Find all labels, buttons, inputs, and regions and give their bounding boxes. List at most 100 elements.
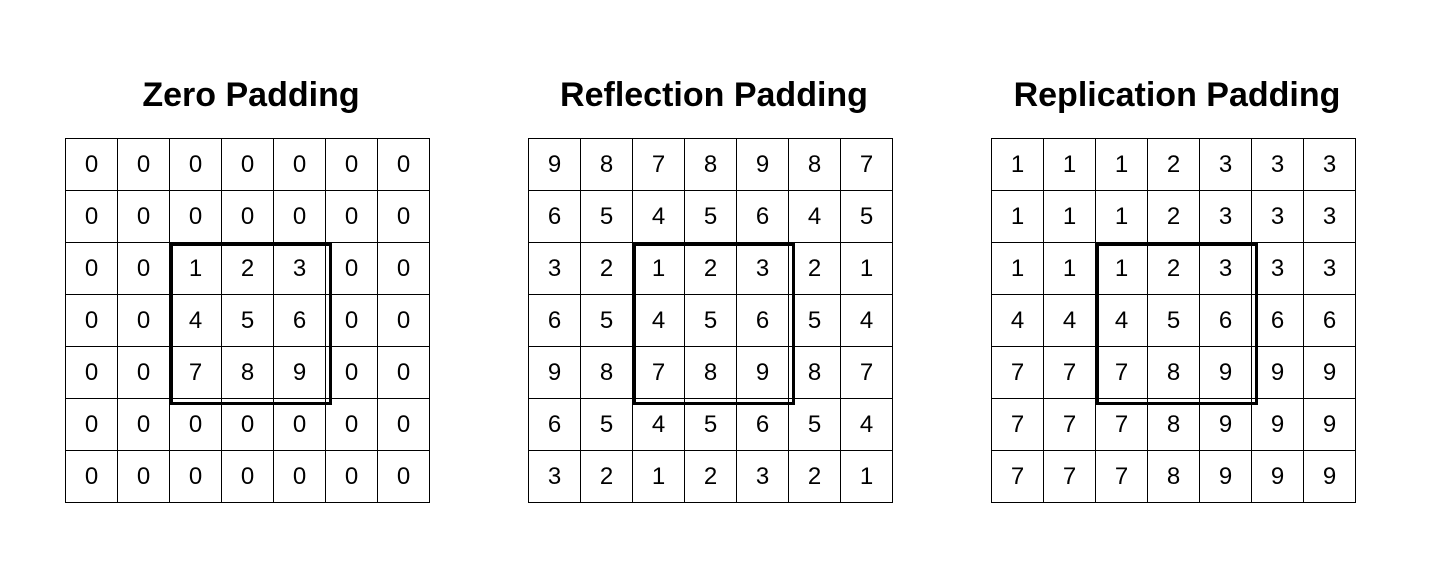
grid-cell: 3 xyxy=(1199,138,1252,191)
grid-cell: 0 xyxy=(325,138,378,191)
grid-cell: 3 xyxy=(1303,138,1356,191)
grid-cell: 3 xyxy=(1251,242,1304,295)
grid-cell: 7 xyxy=(840,138,893,191)
grid-cell: 1 xyxy=(840,242,893,295)
grid-cell: 0 xyxy=(377,190,430,243)
grid-cell: 0 xyxy=(117,398,170,451)
grid-cell: 7 xyxy=(991,398,1044,451)
grid-cell: 0 xyxy=(325,190,378,243)
grid-cell: 3 xyxy=(736,242,789,295)
grid-cell: 5 xyxy=(1147,294,1200,347)
grid-cell: 4 xyxy=(840,398,893,451)
grid-cell: 0 xyxy=(221,190,274,243)
grid-cell: 0 xyxy=(377,346,430,399)
grid-cell: 6 xyxy=(528,398,581,451)
grid-cell: 1 xyxy=(991,138,1044,191)
grid-cell: 1 xyxy=(840,450,893,503)
grid-cell: 0 xyxy=(377,138,430,191)
grid-cell: 0 xyxy=(273,190,326,243)
grid-cell: 1 xyxy=(632,242,685,295)
grid-cell: 0 xyxy=(117,294,170,347)
grid-cell: 3 xyxy=(1251,138,1304,191)
grid-cell: 0 xyxy=(117,138,170,191)
grid-cell: 0 xyxy=(65,294,118,347)
grid-cell: 3 xyxy=(736,450,789,503)
grid-cell: 0 xyxy=(325,450,378,503)
grid-cell: 0 xyxy=(325,346,378,399)
grid-cell: 7 xyxy=(1095,450,1148,503)
grid-cell: 3 xyxy=(1199,242,1252,295)
grid-cell: 4 xyxy=(1043,294,1096,347)
grid-cell: 6 xyxy=(528,190,581,243)
grid-cell: 4 xyxy=(991,294,1044,347)
grid-cell: 4 xyxy=(788,190,841,243)
grid-cell: 0 xyxy=(273,138,326,191)
grid-cell: 0 xyxy=(117,242,170,295)
grid-cell: 4 xyxy=(632,398,685,451)
grid-cell: 6 xyxy=(528,294,581,347)
grid-cell: 8 xyxy=(788,346,841,399)
grid-cell: 3 xyxy=(528,242,581,295)
grid-cell: 8 xyxy=(580,138,633,191)
grid-cell: 1 xyxy=(991,242,1044,295)
grid-cell: 2 xyxy=(788,450,841,503)
grid-cell: 8 xyxy=(788,138,841,191)
grid-cell: 5 xyxy=(788,294,841,347)
grid-cell: 2 xyxy=(1147,190,1200,243)
grid-cell: 5 xyxy=(221,294,274,347)
grid-cell: 0 xyxy=(377,242,430,295)
grid-cell: 6 xyxy=(1199,294,1252,347)
grid-cell: 8 xyxy=(1147,398,1200,451)
grid-cell: 7 xyxy=(632,346,685,399)
grid-cell: 1 xyxy=(1043,242,1096,295)
grid-cell: 9 xyxy=(528,346,581,399)
grid-cell: 8 xyxy=(684,138,737,191)
grid-cell: 0 xyxy=(325,242,378,295)
grid-cell: 1 xyxy=(1095,242,1148,295)
grid-cell: 4 xyxy=(632,190,685,243)
grid-cell: 0 xyxy=(377,450,430,503)
grid-cell: 9 xyxy=(1303,398,1356,451)
grid-cell: 9 xyxy=(528,138,581,191)
grid-cell: 9 xyxy=(736,346,789,399)
grid-cell: 0 xyxy=(273,450,326,503)
zero-padding-title: Zero Padding xyxy=(142,76,360,114)
grid-cell: 0 xyxy=(65,242,118,295)
grid-cell: 3 xyxy=(1303,190,1356,243)
grid-cell: 7 xyxy=(1095,398,1148,451)
grid-cell: 3 xyxy=(1251,190,1304,243)
replication-padding-title: Replication Padding xyxy=(1013,76,1341,114)
grid-cell: 1 xyxy=(1043,190,1096,243)
grid-cell: 0 xyxy=(65,190,118,243)
grid-cell: 2 xyxy=(684,242,737,295)
grid-cell: 0 xyxy=(65,138,118,191)
grid-cell: 7 xyxy=(632,138,685,191)
grid-cell: 7 xyxy=(169,346,222,399)
reflection-padding-title: Reflection Padding xyxy=(560,76,868,114)
grid-cell: 0 xyxy=(221,138,274,191)
grid-cell: 2 xyxy=(221,242,274,295)
grid-cell: 6 xyxy=(273,294,326,347)
grid-cell: 6 xyxy=(1303,294,1356,347)
grid-cell: 4 xyxy=(840,294,893,347)
grid-cell: 3 xyxy=(273,242,326,295)
grid-cell: 9 xyxy=(736,138,789,191)
grid-cell: 8 xyxy=(684,346,737,399)
grid-cell: 0 xyxy=(221,398,274,451)
grid-cell: 1 xyxy=(169,242,222,295)
